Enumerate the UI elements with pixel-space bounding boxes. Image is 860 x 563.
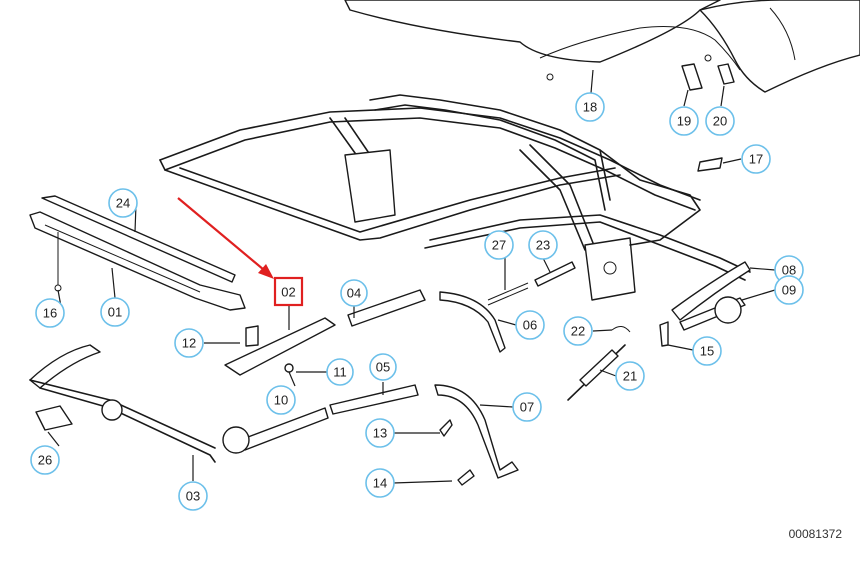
callout-23[interactable]: 23 (528, 230, 558, 260)
callout-10[interactable]: 10 (266, 385, 296, 415)
svg-text:01: 01 (108, 305, 122, 320)
svg-text:22: 22 (571, 324, 585, 339)
callout-12[interactable]: 12 (174, 328, 204, 358)
callout-04[interactable]: 04 (340, 279, 368, 307)
svg-text:16: 16 (43, 306, 57, 321)
side-rail-drawing (29, 344, 250, 463)
svg-text:15: 15 (700, 344, 714, 359)
main-roof-frame (159, 94, 751, 301)
highlight-arrow (177, 197, 274, 279)
callout-07[interactable]: 07 (512, 392, 542, 422)
callout-03[interactable]: 03 (178, 481, 208, 511)
svg-text:02: 02 (281, 285, 295, 300)
callout-13[interactable]: 13 (365, 418, 395, 448)
svg-text:14: 14 (373, 476, 387, 491)
svg-text:27: 27 (492, 238, 506, 253)
callout-09[interactable]: 09 (774, 275, 804, 305)
callout-06[interactable]: 06 (515, 310, 545, 340)
callout-22[interactable]: 22 (563, 316, 593, 346)
svg-text:13: 13 (373, 426, 387, 441)
svg-text:20: 20 (713, 114, 727, 129)
svg-text:03: 03 (186, 489, 200, 504)
callout-21[interactable]: 21 (615, 361, 645, 391)
diagram-id-label: 00081372 (788, 527, 842, 541)
callout-18[interactable]: 18 (575, 92, 605, 122)
svg-text:21: 21 (623, 369, 637, 384)
svg-text:18: 18 (583, 100, 597, 115)
svg-text:23: 23 (536, 238, 550, 253)
svg-text:06: 06 (523, 318, 537, 333)
svg-text:04: 04 (347, 286, 361, 301)
right-parts-drawing (439, 63, 751, 486)
svg-text:12: 12 (182, 336, 196, 351)
seal-parts-drawing (224, 289, 519, 479)
callout-14[interactable]: 14 (365, 468, 395, 498)
svg-text:11: 11 (333, 365, 347, 380)
callout-26[interactable]: 26 (30, 445, 60, 475)
callout-27[interactable]: 27 (484, 230, 514, 260)
callouts: 01 03 04 05 06 07 08 09 10 11 12 13 14 1… (30, 92, 804, 511)
svg-text:26: 26 (38, 453, 52, 468)
svg-text:05: 05 (376, 360, 390, 375)
callout-11[interactable]: 11 (326, 358, 354, 386)
svg-text:17: 17 (749, 152, 763, 167)
callout-24[interactable]: 24 (108, 188, 138, 218)
callout-20[interactable]: 20 (705, 106, 735, 136)
top-cover-drawing (344, 0, 860, 93)
svg-text:24: 24 (116, 196, 130, 211)
svg-text:08: 08 (782, 263, 796, 278)
svg-text:09: 09 (782, 283, 796, 298)
leader-lines (47, 69, 776, 484)
svg-text:07: 07 (520, 400, 534, 415)
svg-text:10: 10 (274, 393, 288, 408)
callout-19[interactable]: 19 (669, 106, 699, 136)
front-rail-drawing (29, 195, 246, 311)
callout-16[interactable]: 16 (35, 298, 65, 328)
callout-01[interactable]: 01 (100, 297, 130, 327)
svg-text:19: 19 (677, 114, 691, 129)
callout-17[interactable]: 17 (741, 144, 771, 174)
callout-02-highlighted[interactable]: 02 (273, 276, 304, 307)
callout-15[interactable]: 15 (692, 336, 722, 366)
callout-05[interactable]: 05 (369, 353, 397, 381)
